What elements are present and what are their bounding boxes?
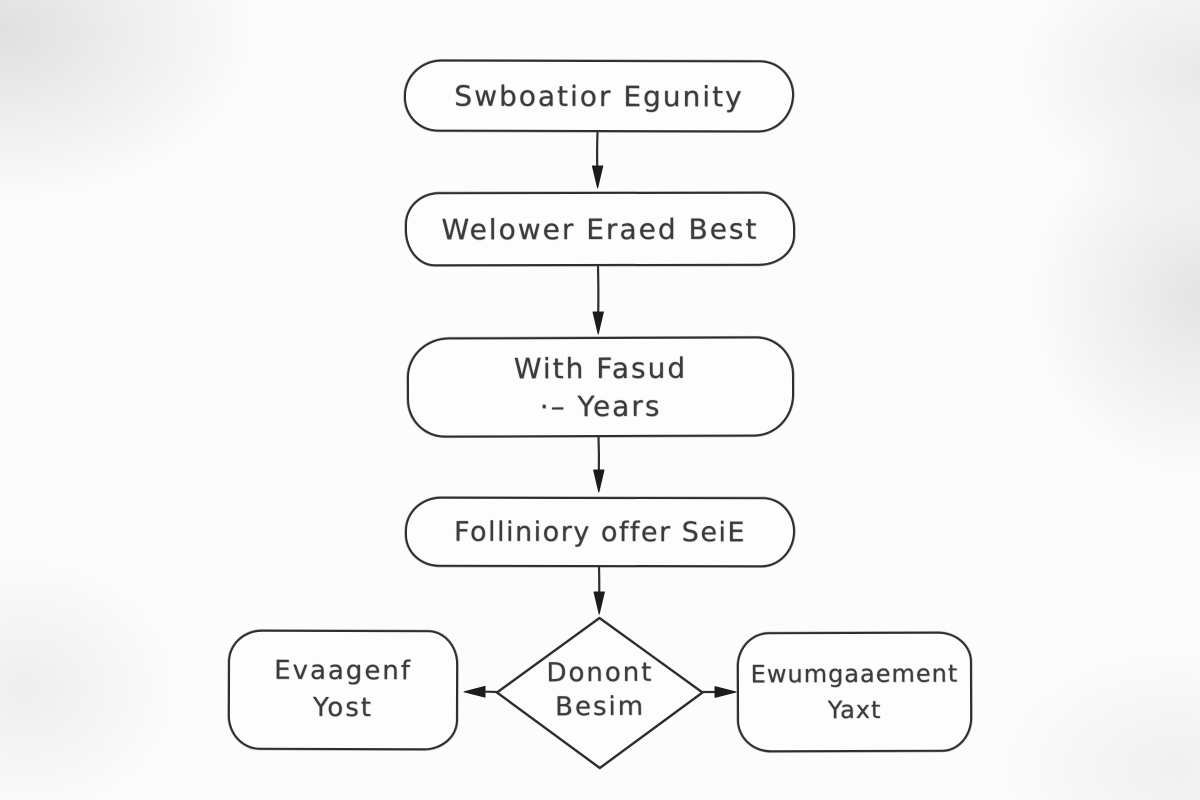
flow-node-3-label-line2: ·– Years (539, 389, 662, 423)
decision-label-line2: Besim (555, 691, 646, 723)
arrow-decision-to-right (701, 686, 737, 698)
left-result-label-line1: Evaagenf (274, 655, 413, 686)
flow-node-3-label-line1: With Fasud (513, 351, 688, 385)
arrow-n1-to-n2 (591, 131, 604, 189)
flow-node-right-result: Ewumgaaement Yaxt (736, 631, 973, 753)
flow-node-4: Folliniory offer SeiE (404, 496, 796, 568)
flow-node-left-result: Evaagenf Yost (227, 629, 459, 751)
arrow-n4-to-decision (593, 565, 605, 615)
flow-node-2: Welower Eraed Best (404, 191, 796, 267)
flow-node-4-label: Folliniory offer SeiE (453, 516, 747, 548)
flow-node-2-label: Welower Eraed Best (441, 212, 759, 246)
arrow-n2-to-n3 (592, 265, 604, 335)
flow-node-3: With Fasud ·– Years (406, 336, 795, 438)
right-result-label-line1: Ewumgaaement (750, 659, 959, 689)
arrow-decision-to-left (463, 685, 499, 698)
left-result-label-line2: Yost (312, 692, 374, 723)
flow-node-1-label: Swboatior Egunity (454, 79, 744, 113)
right-result-label-line2: Yaxt (827, 695, 882, 724)
decision-node-label: Donont Besim (505, 658, 695, 723)
arrow-n3-to-n4 (593, 435, 605, 493)
flow-node-1: Swboatior Egunity (403, 59, 795, 133)
decision-label-line1: Donont (546, 657, 654, 689)
decision-diamond (495, 616, 704, 770)
